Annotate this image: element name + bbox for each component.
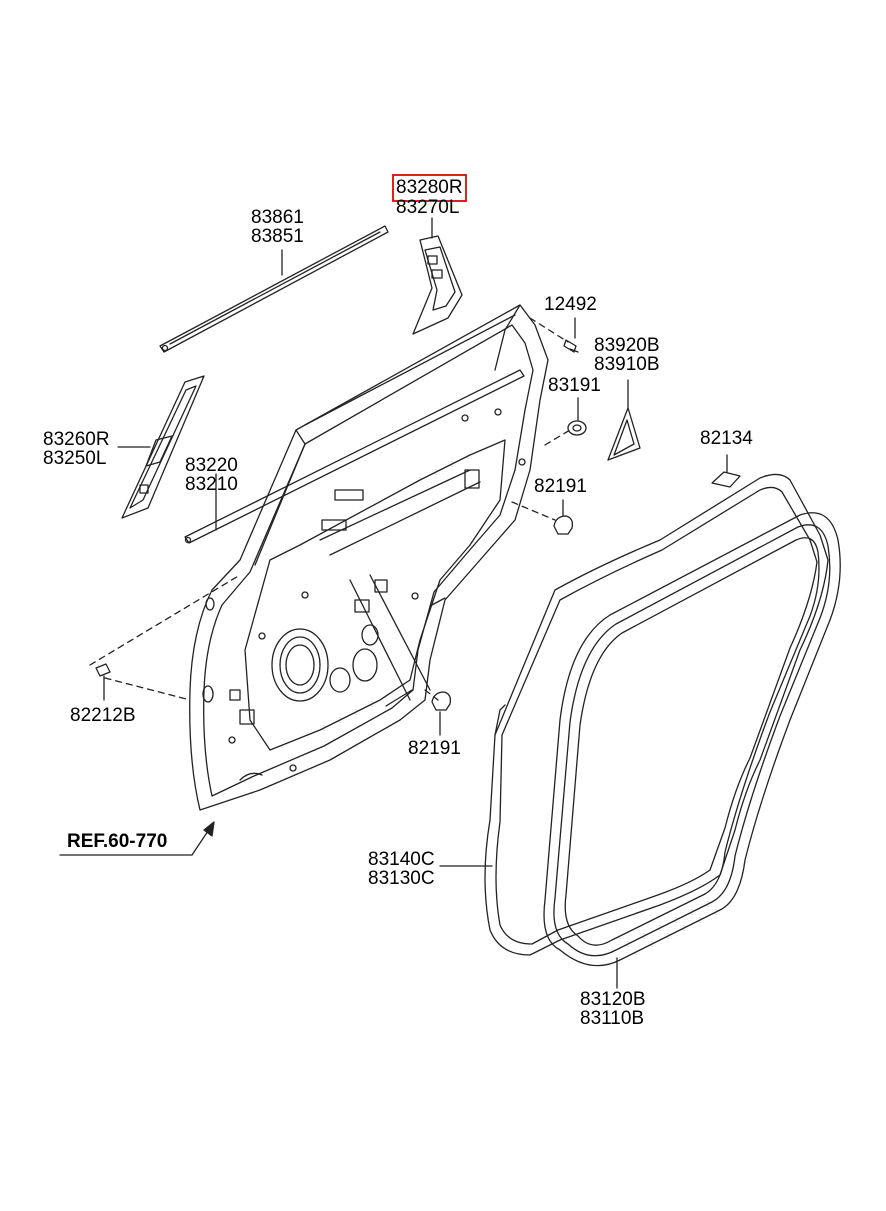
part-number-82191-lower: 82191 [408, 738, 461, 759]
part-number-83220: 83220 [185, 455, 238, 476]
part-number-83191: 83191 [548, 375, 601, 396]
belt-moulding-part [159, 225, 389, 353]
part-number-83250L: 83250L [43, 448, 107, 469]
part-number-83920B: 83920B [594, 335, 660, 356]
part-number-83210: 83210 [185, 474, 238, 495]
stopper-82191-lower-part [431, 691, 452, 736]
ref-arrow [59, 821, 215, 856]
stopper-82191-upper-part [553, 499, 574, 535]
part-number-83120B: 83120B [580, 989, 646, 1010]
part-number-12492: 12492 [544, 294, 597, 315]
part-number-83110B: 83110B [580, 1008, 645, 1029]
part-number-83861: 83861 [251, 207, 304, 228]
part-number-83851: 83851 [251, 226, 304, 247]
ref-label: REF.60-770 [67, 831, 168, 852]
leader-lines-dashed [89, 317, 571, 701]
door-weatherstrip-part [439, 473, 829, 956]
part-number-83910B: 83910B [594, 354, 660, 375]
part-number-82191-upper: 82191 [534, 476, 587, 497]
part-number-83140C: 83140C [368, 849, 435, 870]
pad-82134-part [711, 454, 741, 488]
part-number-83270L: 83270L [396, 197, 460, 218]
body-weatherstrip-part [543, 512, 841, 989]
part-number-82212B: 82212B [70, 705, 136, 726]
part-number-83130C: 83130C [368, 868, 435, 889]
clip-82212B-part [95, 663, 111, 701]
part-number-82134: 82134 [700, 428, 753, 449]
part-number-83280R[interactable]: 83280R [392, 174, 467, 202]
door-panel [189, 304, 549, 811]
frame-garnish-part [412, 217, 463, 335]
part-number-83260R: 83260R [43, 429, 110, 450]
pillar-garnish-part [117, 375, 205, 519]
grommet-83191-part [567, 397, 587, 436]
bolt-12492-part [563, 317, 579, 353]
inner-weatherstrip-part [184, 369, 525, 544]
delta-cover-part [607, 379, 641, 461]
